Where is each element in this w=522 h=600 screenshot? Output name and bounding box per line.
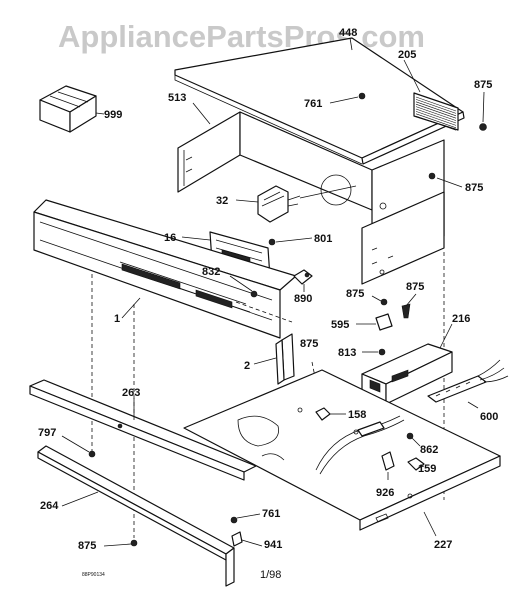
callout-875-top: 875 [474, 79, 492, 91]
screw-832 [229, 275, 258, 298]
part-227-bottom-pan [183, 369, 501, 537]
callout-875-bottom: 875 [78, 540, 96, 552]
screws-bottom [103, 513, 263, 547]
part-158-clip [315, 407, 346, 421]
footer-code: 88P90134 [82, 572, 105, 578]
callout-205: 205 [398, 49, 416, 61]
vent-slot [415, 113, 457, 129]
callout-999: 999 [104, 109, 122, 121]
screw-801 [268, 237, 313, 246]
callout-159: 159 [418, 463, 436, 475]
vent-slot [415, 99, 457, 114]
part-999-box [39, 85, 105, 133]
callout-158: 158 [348, 409, 366, 421]
part-2-bracket [253, 333, 295, 385]
callout-448: 448 [339, 27, 357, 39]
callout-941: 941 [264, 539, 282, 551]
callout-875-c: 875 [300, 338, 318, 350]
callout-1: 1 [114, 313, 120, 325]
vent-slot [415, 103, 457, 119]
footer-date: 1/98 [260, 569, 281, 581]
callout-513: 513 [168, 92, 186, 104]
part-448-top-cover [174, 37, 465, 165]
vent-slot [415, 106, 457, 121]
callout-2: 2 [244, 360, 250, 372]
vent-slot [415, 108, 457, 124]
vent-slot [415, 101, 457, 117]
callout-227: 227 [434, 539, 452, 551]
callout-32: 32 [216, 195, 228, 207]
callout-862: 862 [420, 444, 438, 456]
callout-labels: 448 205 875 999 513 761 875 32 16 801 83… [38, 27, 498, 552]
watermark-text: AppliancePartsPros.com [58, 19, 425, 54]
vent-slot [415, 111, 457, 126]
callout-890: 890 [294, 293, 312, 305]
vent-slot [415, 96, 457, 112]
callout-761-bottom: 761 [262, 508, 280, 520]
callout-797: 797 [38, 427, 56, 439]
callout-832: 832 [202, 266, 220, 278]
callout-600: 600 [480, 411, 498, 423]
callout-16: 16 [164, 232, 176, 244]
screw-797 [61, 435, 96, 458]
side-panel [361, 191, 445, 285]
callout-801: 801 [314, 233, 332, 245]
part-32-switch [235, 185, 357, 223]
screws-top [329, 91, 487, 188]
part-264-lower-trim [37, 445, 235, 587]
callout-263: 263 [122, 387, 140, 399]
callout-926: 926 [376, 487, 394, 499]
callout-264: 264 [40, 500, 59, 512]
callout-875-right: 875 [465, 182, 483, 194]
callout-595: 595 [331, 319, 349, 331]
pan-wiring [315, 415, 405, 475]
callout-761-top: 761 [304, 98, 322, 110]
callout-813: 813 [338, 347, 356, 359]
callout-875-b: 875 [406, 281, 424, 293]
callout-875-a: 875 [346, 288, 364, 300]
callout-216: 216 [452, 313, 470, 325]
parts-862-159-926 [381, 432, 425, 480]
screws-middle [356, 293, 417, 356]
vent-slot [415, 115, 457, 131]
part-600-wire-harness [427, 359, 509, 409]
part-1-control-panel [33, 199, 297, 339]
part-205-vent [403, 59, 459, 131]
part-216-terminal-block [361, 323, 453, 405]
part-890 [293, 269, 313, 292]
